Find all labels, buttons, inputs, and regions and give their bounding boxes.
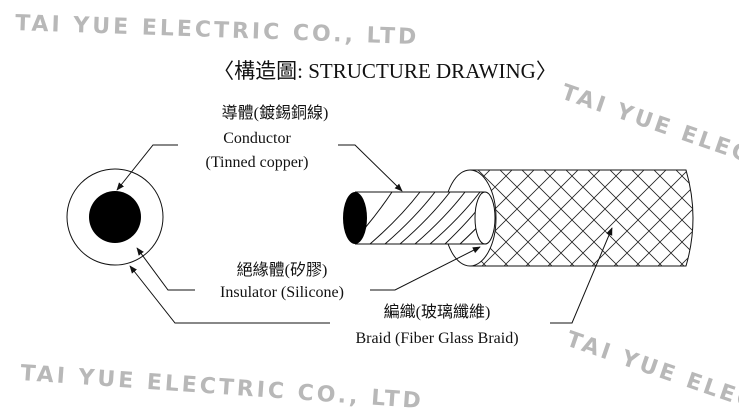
diagram-mark <box>369 191 421 245</box>
cable-cross-section <box>66 168 164 266</box>
insulator-label-zh: 絕緣體(矽膠) <box>237 261 328 279</box>
braid-hatch <box>470 170 693 266</box>
diagram-mark <box>384 191 436 245</box>
conductor-leader-left <box>116 144 178 191</box>
insulator-leader-left <box>136 247 195 291</box>
braid-label-zh: 編織(玻璃纖維) <box>384 303 491 321</box>
watermark-text-bottom-left: TAI YUE ELECTRIC CO., LTD <box>20 361 425 414</box>
watermark-text-top-left: TAI YUE ELECTRIC CO., LTD <box>15 11 420 50</box>
watermark-text-top-right: TAI YUE ELECT <box>558 80 739 174</box>
braid-label-en: Braid (Fiber Glass Braid) <box>355 330 518 347</box>
conductor-end <box>343 192 367 244</box>
labels: 導體(鍍錫銅線) Conductor (Tinned copper) 絕緣體(矽… <box>206 103 519 347</box>
cable-side-view <box>343 169 694 267</box>
diagram-mark <box>414 191 466 245</box>
conductor-core <box>89 191 141 243</box>
insulator-leader-right <box>370 246 481 291</box>
watermark-text-bottom-right: TAI YUE ELECT <box>563 327 739 417</box>
page-title: 〈構造圖: STRUCTURE DRAWING〉 <box>213 59 557 83</box>
leader-lines <box>116 144 613 324</box>
conductor-label-zh: 導體(鍍錫銅線) <box>222 103 329 122</box>
conductor-label-material: (Tinned copper) <box>206 154 309 171</box>
diagram-mark <box>474 191 496 245</box>
conductor-strands-bg <box>355 192 485 244</box>
conductor-leader-right <box>338 144 403 192</box>
insulator-label-en: Insulator (Silicone) <box>220 284 344 301</box>
braid-leader-right <box>550 227 613 324</box>
conductor-label-en: Conductor <box>223 130 291 147</box>
insulator-ring <box>66 168 164 266</box>
diagram-mark <box>399 191 451 245</box>
diagram-mark <box>429 191 481 245</box>
diagram-mark <box>364 191 393 229</box>
braid-leader-left <box>129 265 330 324</box>
